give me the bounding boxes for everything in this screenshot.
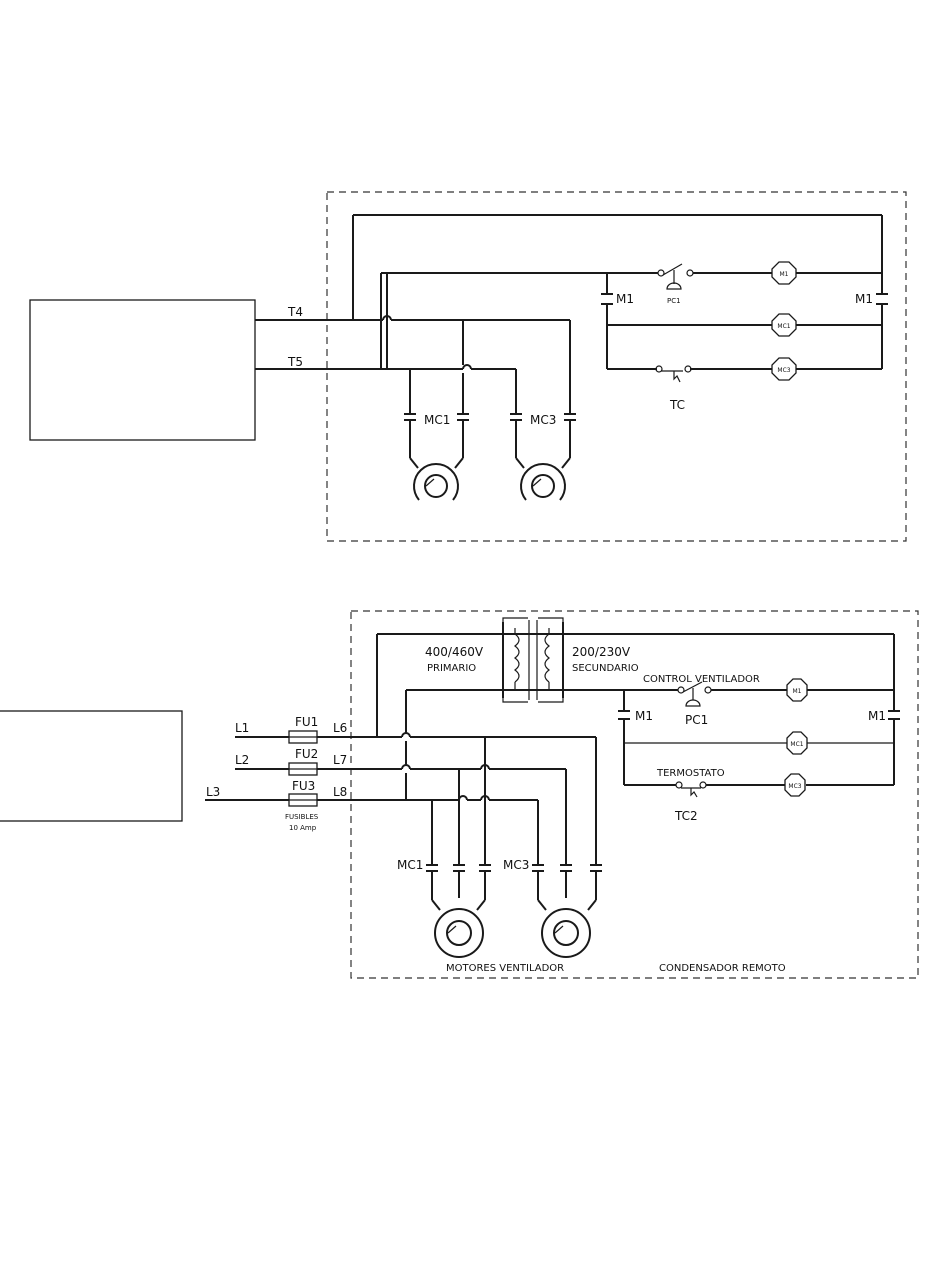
top-m1-right-label: M1: [855, 292, 873, 306]
top-mc3-label: MC3: [530, 413, 556, 427]
top-coil-mc1: MC1: [772, 314, 796, 336]
top-m1-left-contact: [601, 294, 613, 304]
bottom-fuse-note-1: FUSIBLES: [285, 813, 319, 821]
top-diagram: T4 T5 M1 M1: [30, 192, 906, 541]
top-fan-motor-2: [516, 458, 570, 500]
bottom-mc3-label: MC3: [503, 858, 529, 872]
bottom-primary-voltage: 400/460V: [425, 645, 484, 659]
top-pc1-label: PC1: [667, 297, 681, 305]
bottom-secondary-voltage: 200/230V: [572, 645, 631, 659]
bottom-mc3-contacts: [532, 865, 602, 871]
bottom-coil-m1: M1: [787, 679, 807, 701]
bottom-load-l8: L8: [333, 785, 347, 799]
bottom-coil-m1-label: M1: [793, 688, 802, 695]
top-coil-mc3-label: MC3: [777, 367, 790, 374]
top-fan-motor-1: [410, 458, 463, 500]
bottom-panel-label: CONDENSADOR REMOTO: [659, 963, 786, 974]
bottom-load-l7: L7: [333, 753, 347, 767]
bottom-fan-control-label: CONTROL VENTILADOR: [643, 674, 760, 685]
top-tc-switch: [656, 366, 691, 382]
bottom-diagram: L1 L2 L3 FU1 FU2 FU3 FUSIBLES 10 Amp: [0, 611, 918, 978]
bottom-fan-motor-2: [538, 900, 596, 957]
bottom-coil-mc1: MC1: [787, 732, 807, 754]
bottom-m1-left-label: M1: [635, 709, 653, 723]
top-terminal-t4: T4: [287, 305, 303, 319]
bottom-thermostat-label: TERMOSTATO: [656, 768, 725, 779]
bottom-tc2-label: TC2: [674, 809, 698, 823]
bottom-fuse-note-2: 10 Amp: [289, 824, 317, 832]
bottom-pc1-label: PC1: [685, 713, 708, 727]
bottom-primary-label: PRIMARIO: [427, 663, 476, 674]
top-terminal-t5: T5: [287, 355, 303, 369]
bottom-fuse-fu2: [289, 763, 317, 775]
bottom-line-l3: L3: [206, 785, 220, 799]
bottom-fuse-fu1-label: FU1: [295, 715, 318, 729]
top-coil-m1: M1: [772, 262, 796, 284]
top-unit-box: [30, 300, 255, 440]
bottom-m1-left-contact: [618, 711, 630, 719]
top-m1-left-label: M1: [616, 292, 634, 306]
bottom-mc1-contacts: [426, 865, 491, 871]
bottom-fuse-fu1: [289, 731, 317, 743]
bottom-m1-right-label: M1: [868, 709, 886, 723]
bottom-tc2-switch: [676, 782, 706, 797]
bottom-pc1-switch: [678, 682, 711, 706]
bottom-line-l2: L2: [235, 753, 249, 767]
top-coil-mc1-label: MC1: [777, 323, 790, 330]
top-tc-label: TC: [669, 398, 685, 412]
bottom-mc1-label: MC1: [397, 858, 423, 872]
top-mc1-label: MC1: [424, 413, 450, 427]
bottom-load-l6: L6: [333, 721, 347, 735]
bottom-line-l1: L1: [235, 721, 249, 735]
top-m1-right-contact: [876, 294, 888, 304]
bottom-fuse-fu3-label: FU3: [292, 779, 315, 793]
bottom-fan-motor-1: [432, 900, 485, 957]
bottom-unit-box: [0, 711, 182, 821]
top-pc1-switch: [658, 264, 693, 289]
bottom-coil-mc1-label: MC1: [790, 741, 803, 748]
bottom-coil-mc3-label: MC3: [788, 783, 801, 790]
bottom-secondary-label: SECUNDARIO: [572, 663, 639, 674]
bottom-fuse-fu2-label: FU2: [295, 747, 318, 761]
top-coil-m1-label: M1: [780, 271, 789, 278]
bottom-m1-right-contact: [888, 711, 900, 719]
top-coil-mc3: MC3: [772, 358, 796, 380]
bottom-motors-label: MOTORES VENTILADOR: [446, 963, 564, 974]
bottom-fuse-fu3: [289, 794, 317, 806]
bottom-coil-mc3: MC3: [785, 774, 805, 796]
